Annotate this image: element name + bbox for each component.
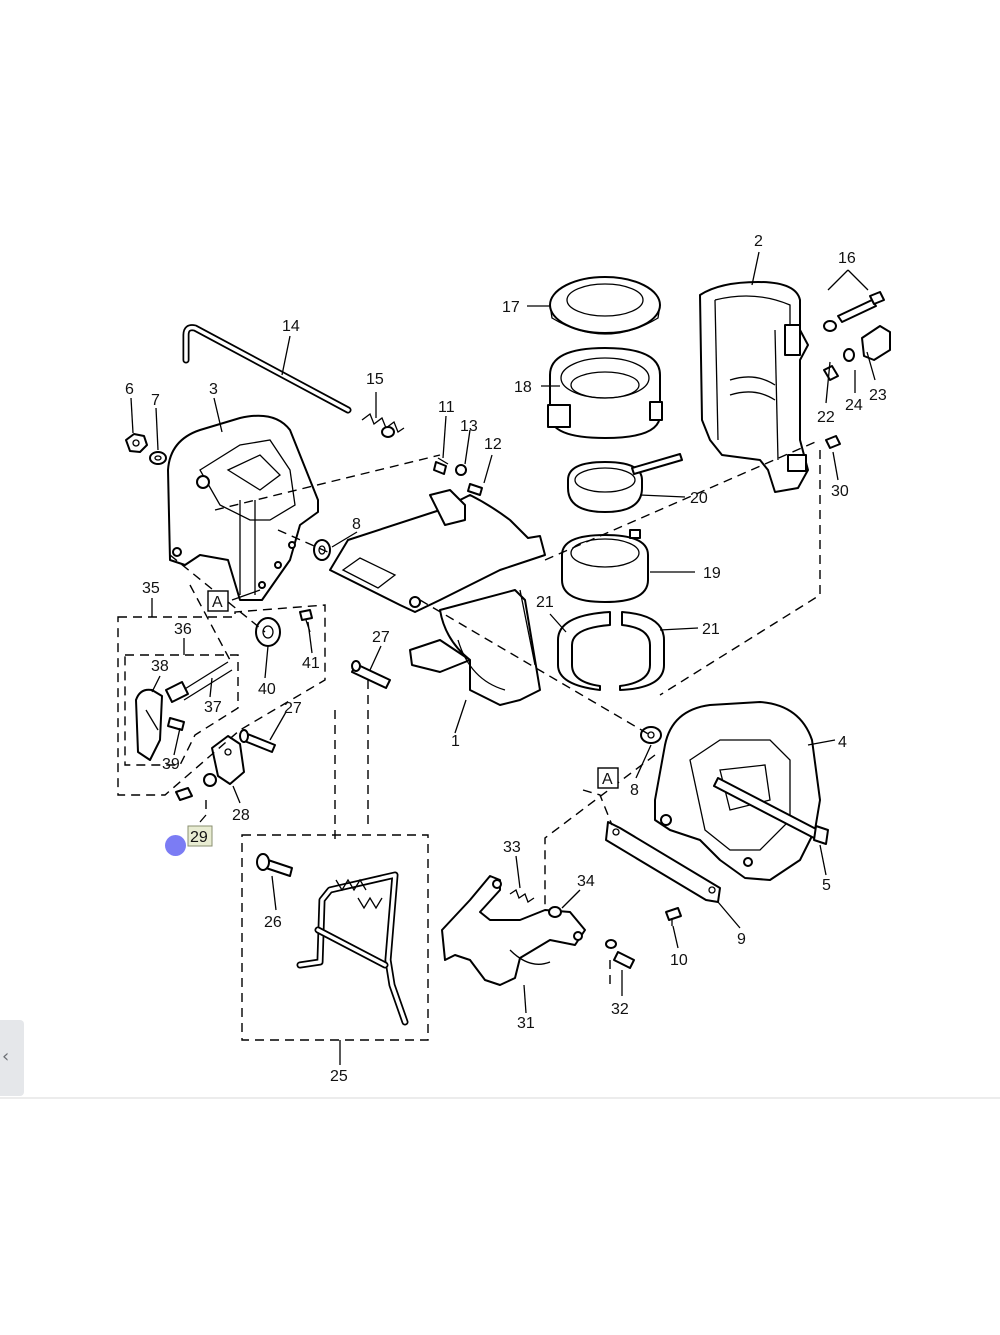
callout-8-upper: 8 xyxy=(352,516,361,533)
callout-33: 33 xyxy=(503,839,521,856)
assembly-box-36 xyxy=(124,654,239,766)
part-11-screw xyxy=(433,457,449,475)
callout-17: 17 xyxy=(502,299,520,316)
assembly-box-35 xyxy=(117,604,326,796)
part-27-pin-lower xyxy=(239,729,276,753)
part-26-pin xyxy=(256,853,293,877)
part-24-washer xyxy=(843,348,855,362)
callout-21-right: 21 xyxy=(702,621,720,638)
part-38-cam xyxy=(135,688,163,761)
svg-text:A: A xyxy=(602,771,613,788)
callout-23: 23 xyxy=(869,387,887,404)
svg-text:A: A xyxy=(212,594,223,611)
part-16-bolt xyxy=(823,291,885,332)
bottom-blank-area xyxy=(0,1097,1000,1335)
part-1-swivel-housing xyxy=(329,489,546,706)
part-20-clamp-band xyxy=(567,453,683,513)
part-7-washer xyxy=(149,451,167,465)
callout-29: 29 xyxy=(190,829,208,846)
part-34-washer xyxy=(548,906,562,918)
callout-36: 36 xyxy=(174,621,192,638)
part-37-threaded-rod xyxy=(165,661,233,703)
part-15-spring xyxy=(361,412,405,438)
callout-6: 6 xyxy=(125,381,134,398)
callout-labels: 1 2 3 4 5 6 7 8 8 9 10 11 12 13 14 15 16… xyxy=(125,233,887,1085)
callout-34: 34 xyxy=(577,873,595,890)
callout-28: 28 xyxy=(232,807,250,824)
callout-20: 20 xyxy=(690,490,708,507)
callout-18: 18 xyxy=(514,379,532,396)
callout-16: 16 xyxy=(838,250,856,267)
cursor-indicator xyxy=(165,835,186,856)
part-10-screw xyxy=(665,907,682,926)
part-28-lever xyxy=(211,735,245,785)
callout-5: 5 xyxy=(822,877,831,894)
exploded-view-svg: 1 2 3 4 5 6 7 8 8 9 10 11 12 13 14 15 16… xyxy=(117,233,891,1085)
callout-26: 26 xyxy=(264,914,282,931)
part-13-washer xyxy=(455,464,467,476)
chevron-left-icon: ‹ xyxy=(2,1046,10,1067)
part-41-screw xyxy=(299,609,313,633)
part-5-bolt xyxy=(713,777,829,845)
callout-39: 39 xyxy=(162,756,180,773)
part-29-screw-washer xyxy=(175,773,217,801)
callout-12: 12 xyxy=(484,436,502,453)
part-39-screw xyxy=(167,717,185,731)
callout-14: 14 xyxy=(282,318,300,335)
part-27-pin-upper xyxy=(351,660,391,689)
callout-8-lower: 8 xyxy=(630,782,639,799)
part-30-screw xyxy=(825,435,841,449)
part-23-cap xyxy=(861,325,891,361)
part-8-washer-lower xyxy=(640,726,662,744)
side-panel-tab[interactable]: ‹ xyxy=(0,1020,24,1096)
part-31-lever xyxy=(441,875,586,986)
part-18-bearing xyxy=(547,347,663,439)
callout-4: 4 xyxy=(838,734,847,751)
callout-11: 11 xyxy=(438,399,455,416)
callout-19: 19 xyxy=(703,565,721,582)
ref-marker-a-right: A xyxy=(597,767,619,789)
part-17-ring xyxy=(549,276,661,335)
part-14-rod xyxy=(182,324,352,414)
callout-27-lower: 27 xyxy=(284,700,302,717)
callout-1: 1 xyxy=(451,733,460,750)
callout-15: 15 xyxy=(366,371,384,388)
callout-24: 24 xyxy=(845,397,863,414)
part-6-nut xyxy=(125,433,148,453)
callout-37: 37 xyxy=(204,699,222,716)
callout-29-highlight xyxy=(187,825,213,847)
callout-3: 3 xyxy=(209,381,218,398)
callout-27-upper: 27 xyxy=(372,629,390,646)
part-12-bolt xyxy=(467,483,483,496)
callout-35: 35 xyxy=(142,580,160,597)
part-25-wire-assembly xyxy=(296,871,409,1026)
part-32-bolt xyxy=(605,939,635,969)
part-21-split-rings xyxy=(557,611,665,691)
part-3-left-bracket xyxy=(167,414,319,601)
part-33-spring xyxy=(509,889,535,903)
callout-22: 22 xyxy=(817,409,835,426)
callout-38: 38 xyxy=(151,658,169,675)
callout-32: 32 xyxy=(611,1001,629,1018)
callout-2: 2 xyxy=(754,233,763,250)
ref-marker-a-left: A xyxy=(207,590,229,612)
part-19-bushing xyxy=(561,529,649,603)
callout-9: 9 xyxy=(737,931,746,948)
leader-lines xyxy=(130,251,876,1065)
callout-40: 40 xyxy=(258,681,276,698)
callout-25: 25 xyxy=(330,1068,348,1085)
assembly-box-25 xyxy=(241,834,429,1041)
part-40-knob xyxy=(255,617,281,647)
part-22-screw xyxy=(823,365,839,381)
callout-7: 7 xyxy=(151,392,160,409)
callout-21-left: 21 xyxy=(536,594,554,611)
callout-41: 41 xyxy=(302,655,320,672)
part-2-steering-housing xyxy=(699,281,809,493)
callout-13: 13 xyxy=(460,418,478,435)
callout-31: 31 xyxy=(517,1015,535,1032)
callout-30: 30 xyxy=(831,483,849,500)
callout-10: 10 xyxy=(670,952,688,969)
